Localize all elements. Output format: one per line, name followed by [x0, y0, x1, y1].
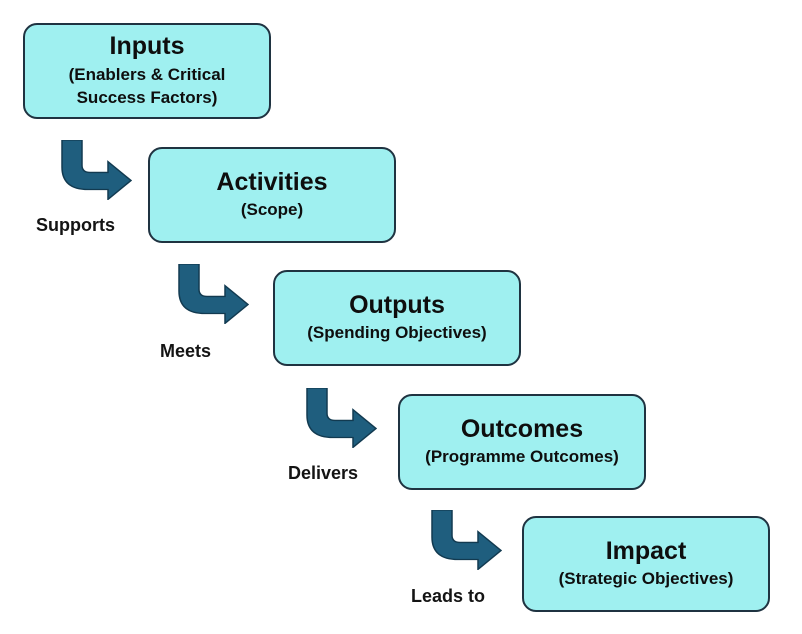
stage-subtitle: (Spending Objectives) — [307, 323, 487, 342]
bent-arrow-icon — [306, 388, 377, 448]
stage-title: Outcomes — [460, 415, 584, 443]
stage-box-outputs: Outputs (Spending Objectives) — [273, 270, 521, 366]
stage-box-inputs: Inputs (Enablers & Critical Success Fact… — [23, 23, 271, 119]
bent-arrow-icon — [61, 140, 132, 200]
stage-subtitle: (Enablers & Critical Success Factors) — [68, 65, 226, 107]
stage-subtitle: (Programme Outcomes) — [425, 447, 619, 466]
stage-box-outcomes: Outcomes (Programme Outcomes) — [398, 394, 646, 490]
connector-label-supports: Supports — [36, 215, 115, 235]
stage-title: Outputs — [349, 291, 445, 319]
connector-label-leads-to: Leads to — [411, 586, 486, 606]
stage-title: Activities — [216, 168, 328, 196]
bent-arrow-icon — [431, 510, 502, 570]
bent-arrow-icon — [178, 264, 249, 324]
stage-subtitle: (Strategic Objectives) — [558, 569, 734, 588]
connector-label-meets: Meets — [160, 341, 212, 361]
stage-box-activities: Activities (Scope) — [148, 147, 396, 243]
stage-subtitle: (Scope) — [240, 200, 304, 219]
stage-title: Inputs — [109, 32, 185, 60]
stage-box-impact: Impact (Strategic Objectives) — [522, 516, 770, 612]
stage-title: Impact — [605, 537, 687, 565]
connector-label-delivers: Delivers — [288, 463, 359, 483]
